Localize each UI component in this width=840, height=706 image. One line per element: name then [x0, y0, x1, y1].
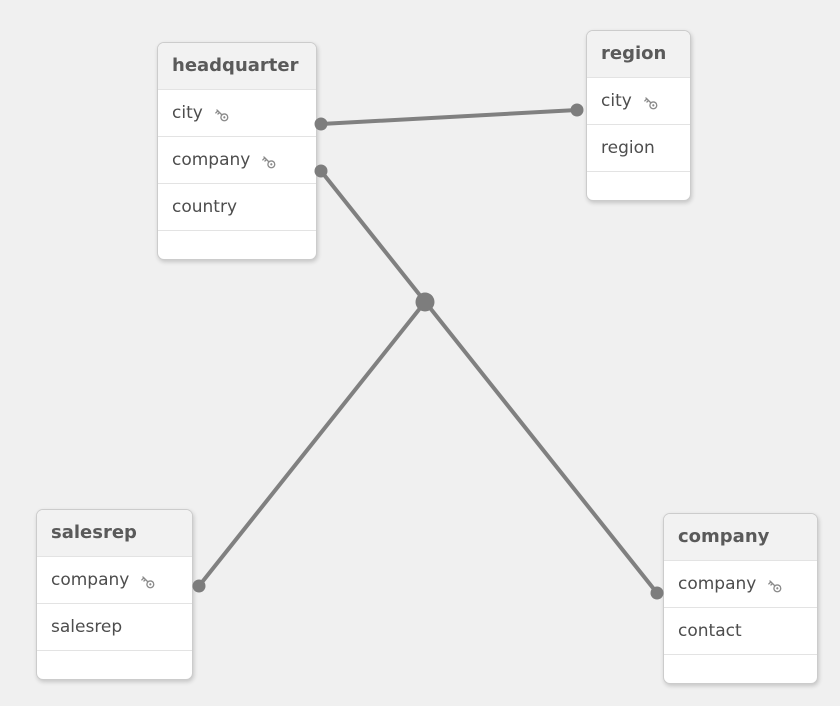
field-label: region	[601, 138, 655, 158]
headquarter-company-port[interactable]	[314, 164, 328, 178]
field-row-empty-salesrep	[37, 651, 192, 679]
field-label: salesrep	[51, 617, 123, 637]
entity-title-headquarter: headquarter	[158, 43, 316, 90]
key-icon	[212, 105, 231, 124]
key-icon	[138, 572, 157, 591]
headquarter-city-port[interactable]	[314, 117, 328, 131]
field-row-salesrep-salesrep[interactable]: salesrep	[37, 604, 192, 651]
field-row-company-contact[interactable]: contact	[664, 608, 817, 655]
entity-title-region: region	[587, 31, 690, 78]
field-row-empty-region	[587, 172, 690, 200]
field-label: city	[172, 103, 203, 123]
field-label: city	[601, 91, 632, 111]
company-company-port[interactable]	[650, 586, 664, 600]
field-row-company-company[interactable]: company	[664, 561, 817, 608]
entity-table-region[interactable]: region city region	[586, 30, 691, 201]
entity-title-salesrep: salesrep	[37, 510, 192, 557]
key-icon	[641, 93, 660, 112]
entity-table-headquarter[interactable]: headquarter city company country	[157, 42, 317, 260]
field-row-headquarter-city[interactable]: city	[158, 90, 316, 137]
entity-table-company[interactable]: company company contact	[663, 513, 818, 684]
key-icon	[259, 152, 278, 171]
salesrep-company-port[interactable]	[192, 579, 206, 593]
link-headquarter-company-company-company[interactable]	[319, 169, 659, 595]
key-icon	[765, 576, 784, 595]
field-row-headquarter-company[interactable]: company	[158, 137, 316, 184]
field-row-salesrep-company[interactable]: company	[37, 557, 192, 604]
center-junction[interactable]	[415, 292, 435, 312]
entity-table-salesrep[interactable]: salesrep company salesrep	[36, 509, 193, 680]
field-row-region-city[interactable]: city	[587, 78, 690, 125]
entity-title-company: company	[664, 514, 817, 561]
field-row-empty-headquarter	[158, 231, 316, 259]
field-label: contact	[678, 621, 742, 641]
link-headquarter-city-region-city[interactable]	[319, 108, 579, 126]
field-label: company	[51, 570, 130, 590]
field-label: country	[172, 197, 238, 217]
region-city-port[interactable]	[570, 103, 584, 117]
field-label: company	[678, 574, 757, 594]
link-salesrep-company-center[interactable]	[197, 300, 427, 588]
field-row-headquarter-country[interactable]: country	[158, 184, 316, 231]
field-row-region-region[interactable]: region	[587, 125, 690, 172]
field-label: company	[172, 150, 251, 170]
field-row-empty-company	[664, 655, 817, 683]
